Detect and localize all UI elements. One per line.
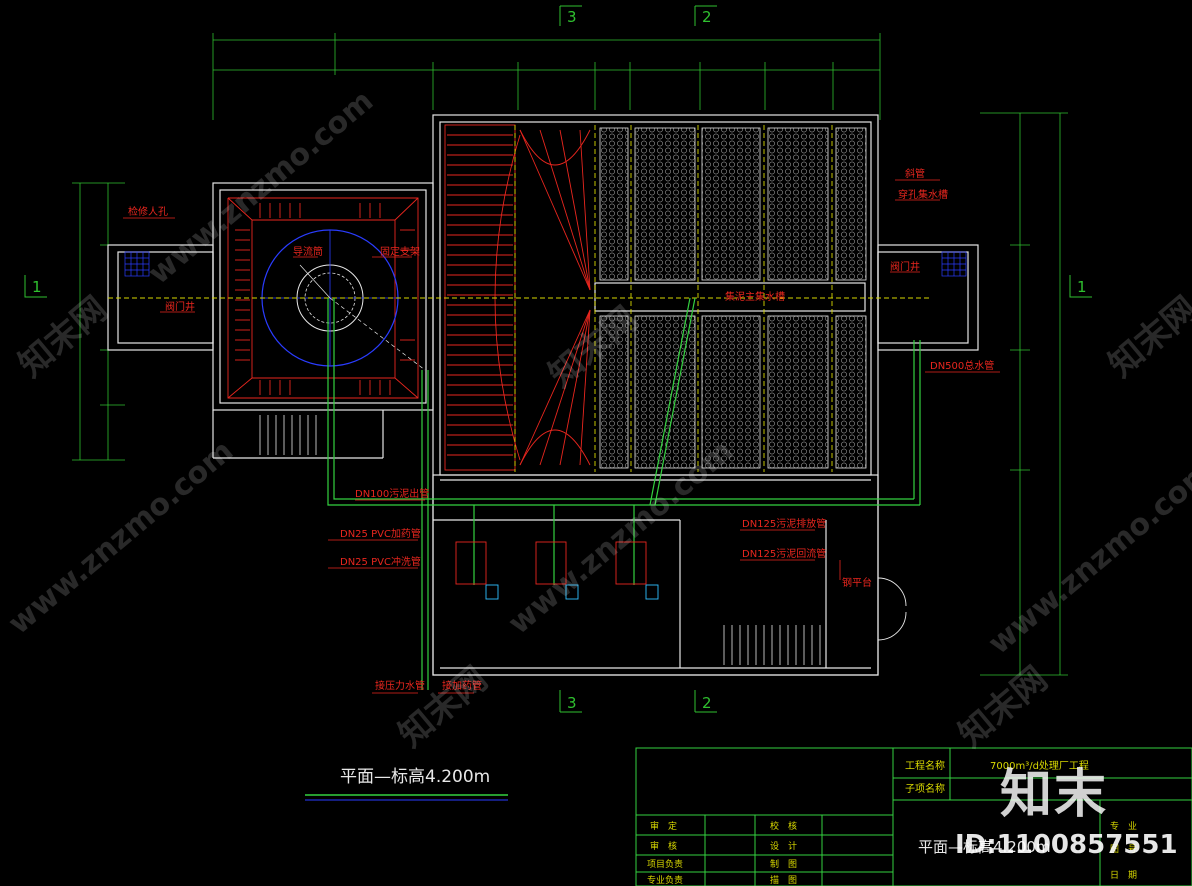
left-tank-hatching xyxy=(227,197,419,399)
label-steel-platform: 钢平台 xyxy=(842,576,872,589)
label-dn125-return: DN125污泥回流管 xyxy=(742,547,826,560)
label-pressure-pipe: 接压力水管 xyxy=(375,679,425,692)
axis-mark-top-left: 3 xyxy=(567,8,577,26)
tb-role-draft: 制 图 xyxy=(770,858,797,870)
leader-lines xyxy=(123,179,1000,694)
middle-sloped-zone xyxy=(444,124,591,471)
tb-drawing-number: 图 号 xyxy=(1110,844,1137,855)
pipework xyxy=(327,297,921,690)
plan-title: 平面—标高4.200m xyxy=(340,767,490,787)
collection-troughs xyxy=(108,125,930,472)
tb-role-design: 设 计 xyxy=(770,840,797,852)
label-valve-well-left: 阀门井 xyxy=(165,300,195,313)
tb-role-approve: 审 定 xyxy=(650,820,677,832)
inclined-pipe-cells xyxy=(599,127,867,469)
stairs xyxy=(259,415,821,665)
label-dn25-flush: DN25 PVC冲洗管 xyxy=(340,555,421,568)
label-dn125-discharge: DN125污泥排放管 xyxy=(742,517,826,530)
axis-mark-right: 1 xyxy=(1077,278,1087,296)
label-access-hole: 检修人孔 xyxy=(128,205,168,218)
title-block-frame xyxy=(635,747,1192,886)
tb-role-trace: 描 图 xyxy=(770,874,797,886)
axis-markers xyxy=(24,5,1092,713)
znzmo-logo: 知末 xyxy=(1000,765,1109,825)
label-diversion-cone: 导流筒 xyxy=(293,245,323,258)
valve-wells xyxy=(124,251,967,277)
label-main-channel: 集泥主集水槽 xyxy=(725,290,785,303)
pump-units xyxy=(455,541,647,585)
label-inclined-pipe: 斜管 xyxy=(905,167,925,180)
label-dn25-dosing: DN25 PVC加药管 xyxy=(340,527,421,540)
axis-mark-bottom-left: 3 xyxy=(567,694,577,712)
label-collection-trough: 穿孔集水槽 xyxy=(898,188,948,201)
door-swings xyxy=(877,577,907,641)
axis-mark-bottom-right: 2 xyxy=(702,694,712,712)
label-dosing-pipe: 接加药管 xyxy=(442,679,482,692)
tb-role-review: 审 核 xyxy=(650,840,677,852)
label-valve-well-right: 阀门井 xyxy=(890,260,920,273)
label-dn100-sludge: DN100污泥出管 xyxy=(355,487,429,500)
tb-subitem-label: 子项名称 xyxy=(905,782,945,795)
tb-role-check: 校 核 xyxy=(770,820,797,832)
label-dn500-main: DN500总水管 xyxy=(930,359,994,372)
tb-date: 日 期 xyxy=(1110,870,1137,881)
tb-discipline: 专 业 xyxy=(1110,820,1137,832)
tb-project-name-label: 工程名称 xyxy=(905,759,945,772)
tb-role-discipline-lead: 专业负责 xyxy=(647,874,683,886)
axis-mark-left: 1 xyxy=(32,278,42,296)
label-fixed-support: 固定支架 xyxy=(380,245,420,258)
pump-motors xyxy=(485,584,659,600)
watermark-id: ID:1100857551 xyxy=(955,830,1178,860)
tb-drawing-name: 平面—标高4.200m xyxy=(918,838,1051,856)
axis-mark-top-right: 2 xyxy=(702,8,712,26)
tb-role-project-lead: 项目负责 xyxy=(647,858,683,870)
tb-project-name-value: 7000m³/d处理厂工程 xyxy=(990,760,1089,772)
